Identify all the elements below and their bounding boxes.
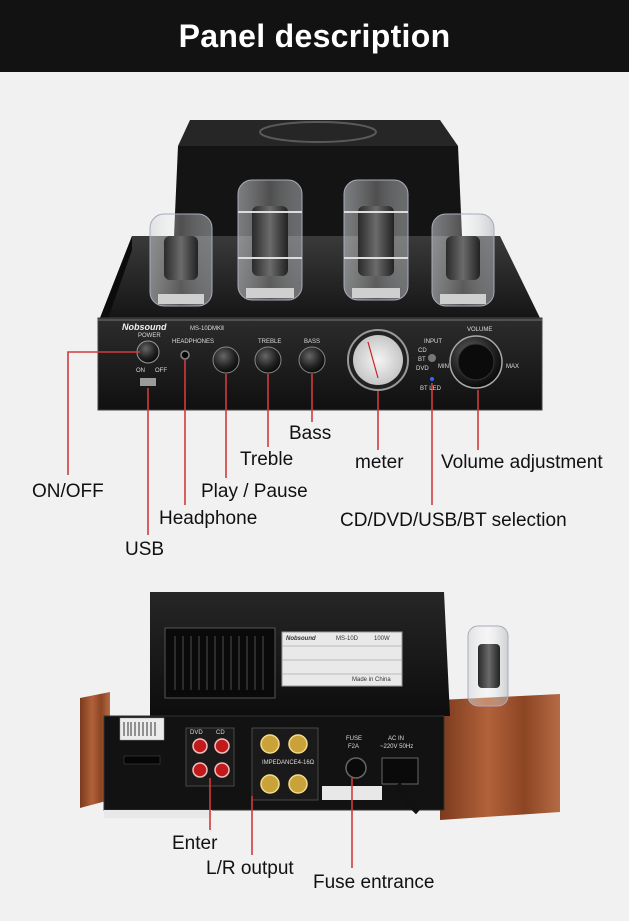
usb-port [140, 378, 156, 386]
tube-left-outer [149, 213, 213, 307]
wood-side-right [440, 694, 560, 820]
on-label: ON [136, 368, 145, 374]
lr-output-callout: L/R output [206, 858, 294, 879]
cd-label: CD [418, 348, 427, 354]
onoff-line [67, 351, 140, 475]
enter-callout: Enter [172, 833, 218, 854]
impedance-label: IMPEDANCE4-16Ω [262, 760, 315, 766]
model-label: MS-10DMKⅡ [190, 326, 224, 332]
headphone-callout: Headphone [159, 508, 258, 529]
rca-cd-label: CD [216, 730, 225, 736]
header-bar: Panel description [0, 0, 629, 72]
barcode-sticker [119, 717, 165, 741]
transformer-logo-ring [259, 121, 377, 143]
input-selector [428, 354, 436, 362]
front-amplifier [97, 120, 543, 411]
speaker-post-2 [288, 734, 308, 754]
plate-power: 100W [374, 636, 390, 642]
input-label: INPUT [424, 339, 442, 345]
bt-led-label: BT LED [420, 386, 441, 392]
ac-in-label: AC IN [388, 736, 405, 742]
fuse-entrance-callout: Fuse entrance [313, 872, 435, 893]
serial-sticker [104, 810, 212, 818]
headphones-label: HEADPHONES [172, 339, 215, 345]
power-cable [395, 782, 421, 815]
bass-callout: Bass [289, 423, 332, 444]
treble-label: TREBLE [258, 339, 282, 345]
rca-dvd-bottom [192, 762, 208, 778]
ac-inlet [381, 757, 419, 785]
off-label: OFF [155, 368, 167, 374]
speaker-post-4 [288, 774, 308, 794]
back-callout-lines [209, 778, 353, 868]
transformer-top [178, 120, 458, 146]
spec-plate [281, 631, 403, 687]
page-title: Panel description [178, 17, 451, 54]
volume-label: VOLUME [467, 327, 493, 333]
play-pause-callout: Play / Pause [201, 481, 308, 502]
volume-callout: Volume adjustment [441, 452, 603, 473]
headphone-jack [180, 350, 190, 360]
rca-input-block [185, 727, 235, 787]
speaker-post-3 [260, 774, 280, 794]
plate-model: MS-10D [336, 636, 359, 642]
tube-right-outer [431, 213, 495, 307]
rca-dvd-label: DVD [190, 730, 203, 736]
min-label: MIN [438, 364, 449, 370]
ac-voltage-label: ~220V 50Hz [380, 744, 414, 750]
onoff-callout: ON/OFF [32, 481, 104, 502]
fuse-rating-label: F2A [348, 744, 360, 750]
front-callout-lines [67, 351, 479, 535]
power-label: POWER [138, 333, 161, 339]
dvd-label: DVD [416, 366, 429, 372]
bt-led [430, 377, 434, 381]
max-label: MAX [506, 364, 520, 370]
rca-cd-bottom [214, 762, 230, 778]
play-pause-knob [212, 346, 240, 374]
selection-callout: CD/DVD/USB/BT selection [340, 510, 567, 531]
tube-right-inner [343, 179, 409, 301]
power-button [136, 340, 160, 364]
meter-callout: meter [355, 452, 404, 473]
treble-callout: Treble [240, 449, 294, 470]
usb-callout: USB [125, 539, 165, 560]
tube-left-inner [237, 179, 303, 301]
brand-logo: Nobsound [122, 322, 167, 332]
plate-brand: Nobsound [286, 636, 316, 642]
rca-dvd-top [192, 738, 208, 754]
bt-label: BT [418, 357, 426, 363]
transformer-cover [174, 146, 462, 236]
fuse-holder [345, 757, 367, 779]
bass-label: BASS [304, 339, 321, 345]
wood-side-left [80, 692, 110, 808]
back-amplifier [80, 592, 560, 820]
treble-knob [254, 346, 282, 374]
speaker-post-1 [260, 734, 280, 754]
rca-cd-top [214, 738, 230, 754]
bass-knob [298, 346, 326, 374]
fuse-label: FUSE [346, 736, 363, 742]
vent-grille [164, 627, 276, 699]
plate-made: Made in China [352, 677, 391, 683]
